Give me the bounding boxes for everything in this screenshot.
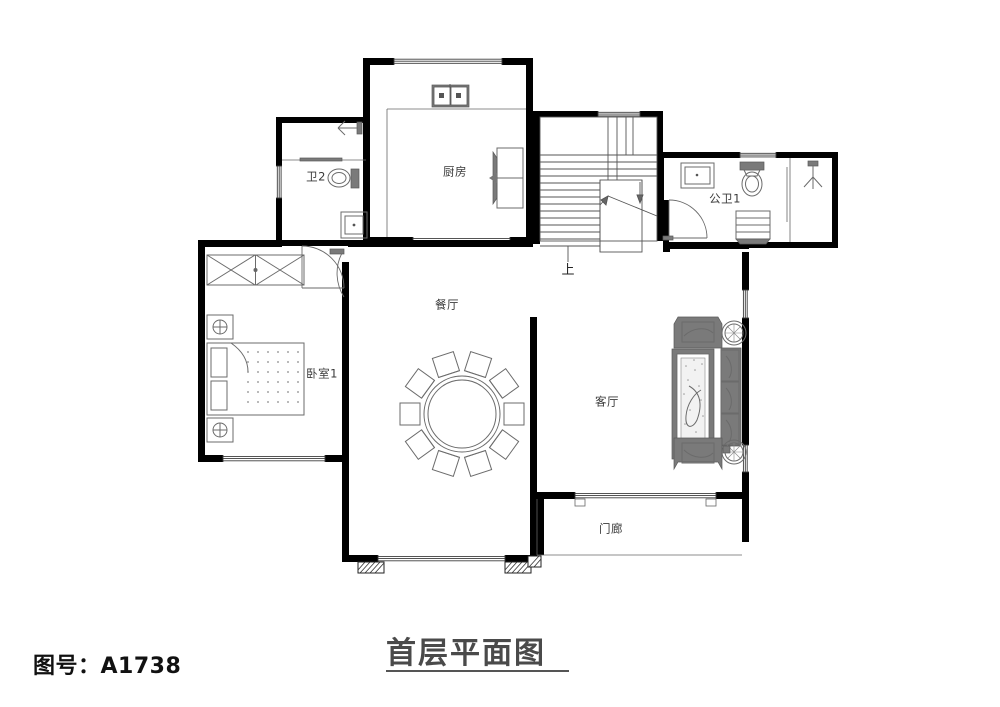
- shower-head-icon: [337, 120, 363, 136]
- bedroom1-south-window: [222, 455, 326, 462]
- wardrobe-icon: [206, 254, 305, 286]
- bath2-fixtures: [282, 120, 368, 289]
- room-label-dining: 餐厅: [435, 298, 459, 312]
- stair-north-window: [597, 111, 641, 117]
- dining-chairs: [399, 351, 525, 477]
- bath2-west-window: [276, 165, 282, 199]
- page-title: 首层平面图: [386, 636, 546, 671]
- three-seat-sofa-icon: [720, 347, 742, 447]
- bath2-door: [301, 245, 345, 289]
- side-table-bottom-icon: [721, 439, 747, 465]
- toilet-icon-2: [739, 161, 765, 197]
- mirror-cabinet-icon: [680, 162, 715, 189]
- drawing-number: 图号：A1738: [33, 654, 182, 679]
- kitchen-fixtures: [386, 84, 526, 237]
- washer-icon: [340, 211, 368, 239]
- room-label-kitchen: 厨房: [443, 165, 467, 179]
- coffee-table-icon: [671, 348, 715, 460]
- publicbath-fixtures: [662, 158, 823, 245]
- stair-direction-arrow: [599, 182, 658, 217]
- living-furniture: [671, 316, 747, 471]
- stair-up-label: 上: [561, 263, 574, 278]
- publicbath-door: [662, 199, 708, 241]
- bedroom1-furniture: [206, 248, 345, 443]
- room-label-porch: 门廊: [599, 522, 623, 536]
- toilet-icon: [327, 168, 360, 189]
- armchair-top-icon: [673, 316, 723, 349]
- publicbath-north-window: [739, 152, 777, 158]
- shower-head-icon-2: [803, 160, 823, 189]
- double-sink-icon: [431, 84, 470, 108]
- refrigerator-icon: [489, 147, 524, 209]
- room-label-bath2: 卫2: [306, 170, 326, 184]
- nightstand-bottom-icon: [206, 417, 234, 443]
- side-table-top-icon: [721, 320, 747, 346]
- room-labels: 厨房 卫2 公卫1 餐厅 卧室1 客厅 门廊 上: [306, 165, 741, 536]
- kitchen-north-window: [393, 58, 503, 65]
- room-label-living: 客厅: [595, 395, 619, 409]
- bottom-pilaster-left: [357, 561, 385, 574]
- washing-machine-icon: [735, 210, 771, 245]
- title-underline: [386, 670, 569, 672]
- nightstand-top-icon: [206, 314, 234, 340]
- porch-corner-pilaster: [527, 555, 542, 568]
- bottom-pilaster-right: [504, 561, 532, 574]
- room-label-publicbath: 公卫1: [709, 192, 741, 206]
- bedroom1-door: [329, 248, 345, 298]
- double-bed-icon: [206, 342, 305, 416]
- armchair-bottom-icon: [673, 437, 723, 471]
- living-east-window-upper: [742, 289, 749, 319]
- walls-group: [198, 58, 838, 574]
- room-label-bedroom1: 卧室1: [306, 367, 338, 381]
- porch-north-window: [574, 492, 717, 499]
- staircase: [539, 116, 658, 262]
- dining-furniture: [399, 351, 525, 477]
- dining-south-window: [377, 555, 506, 562]
